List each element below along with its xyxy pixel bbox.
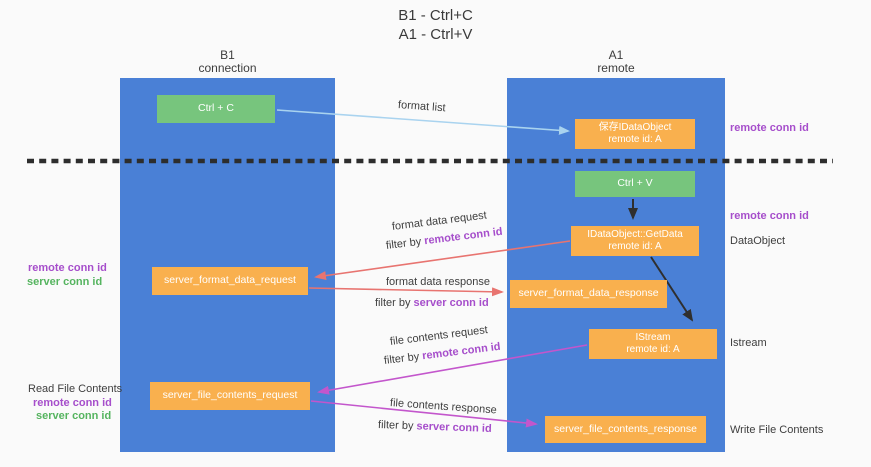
getdata-line2: remote id: A: [608, 241, 662, 252]
server-format-data-request-label: server_format_data_request: [164, 274, 296, 287]
left-column-title: B1: [220, 48, 235, 62]
getdata-line1: IDataObject::GetData: [587, 228, 683, 240]
dataobject-label: DataObject: [730, 235, 786, 247]
left-column-header: B1 connection: [120, 49, 335, 75]
right-remote-conn-id-top: remote conn id: [730, 122, 809, 134]
istream-side-label: Istream: [730, 337, 767, 349]
ctrl-v-box: Ctrl + V: [575, 171, 695, 197]
right-column-subtitle: remote: [597, 61, 635, 75]
ctrl-c-box: Ctrl + C: [157, 95, 275, 123]
right-column-title: A1: [608, 48, 624, 62]
save-dataobject-line1: 保存IDataObject: [598, 121, 672, 133]
left-remote-conn-id-bottom: remote conn id: [33, 397, 112, 409]
left-server-conn-id-bottom: server conn id: [36, 410, 112, 422]
save-dataobject-line2: remote id: A: [608, 134, 662, 145]
right-remote-conn-id-mid: remote conn id: [730, 210, 809, 222]
server-conn-id-text: server conn id: [413, 297, 489, 309]
file-contents-request-arrow: [317, 344, 588, 395]
read-file-contents-label: Read File Contents: [28, 383, 123, 395]
left-column-subtitle: connection: [198, 61, 257, 75]
format-data-request-arrow: [314, 240, 571, 281]
filter-prefix: filter by: [377, 419, 417, 433]
istream-line1: IStream: [635, 331, 671, 343]
write-file-contents-label: Write File Contents: [730, 424, 824, 436]
server-file-contents-response-box: server_file_contents_response: [545, 416, 706, 443]
save-dataobject-box: 保存IDataObject remote id: A: [575, 119, 695, 149]
ctrl-c-label: Ctrl + C: [198, 102, 234, 115]
istream-box: IStream remote id: A: [589, 329, 717, 359]
file-contents-response-arrow: [310, 400, 538, 428]
server-file-contents-request-label: server_file_contents_request: [162, 389, 298, 402]
istream-line2: remote id: A: [626, 344, 680, 355]
getdata-to-istream-arrow: [650, 256, 694, 322]
format-data-response-arrow: [308, 287, 504, 297]
server-conn-id-text: server conn id: [416, 420, 492, 435]
right-column-header: A1 remote: [507, 49, 725, 75]
filter-by-server-conn-id-label-1: filter by server conn id: [375, 297, 489, 309]
format-list-arrow: [276, 109, 570, 135]
getdata-box: IDataObject::GetData remote id: A: [571, 226, 699, 256]
server-format-data-response-box: server_format_data_response: [510, 280, 667, 308]
title-line-1: B1 - Ctrl+C: [398, 7, 473, 24]
format-data-response-label: format data response: [386, 276, 490, 288]
left-remote-conn-id-top: remote conn id: [28, 262, 107, 274]
ctrl-v-label: Ctrl + V: [617, 177, 653, 190]
server-file-contents-request-box: server_file_contents_request: [150, 382, 310, 410]
server-format-data-response-label: server_format_data_response: [518, 287, 659, 300]
diagram-title: B1 - Ctrl+C A1 - Ctrl+V: [0, 6, 871, 44]
server-format-data-request-box: server_format_data_request: [152, 267, 308, 295]
filter-prefix: filter by: [375, 297, 414, 309]
server-file-contents-response-label: server_file_contents_response: [553, 422, 697, 435]
title-line-2: A1 - Ctrl+V: [398, 26, 473, 43]
left-server-conn-id-top: server conn id: [27, 276, 103, 288]
